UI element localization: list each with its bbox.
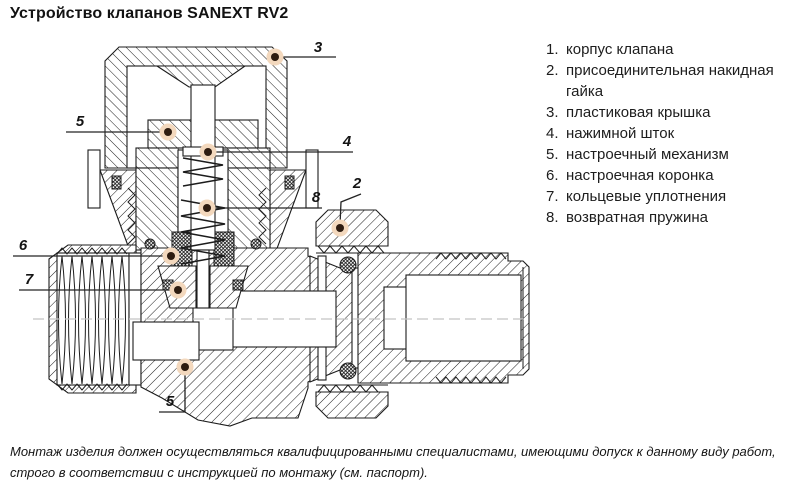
legend-item-label: присоединительная накидная гайка xyxy=(566,62,774,100)
callout-label-7: 7 xyxy=(25,271,34,288)
callout-label-8: 8 xyxy=(312,189,321,206)
callout-dot-6 xyxy=(162,247,180,265)
legend-item-label: нажимной шток xyxy=(566,125,675,142)
union-nut-section xyxy=(315,209,389,419)
legend-item-6: 6. настроечная коронка xyxy=(546,165,810,186)
legend-item-number: 3. xyxy=(546,104,559,121)
legend-item-2: 2. присоединительная накидная гайка xyxy=(546,60,810,102)
callout-dots xyxy=(159,48,349,376)
legend-item-label: кольцевые уплотнения xyxy=(566,188,727,205)
page-title: Устройство клапанов SANEXT RV2 xyxy=(10,5,289,22)
legend-item-3: 3. пластиковая крышка xyxy=(546,102,810,123)
legend-item-label: возвратная пружина xyxy=(566,209,708,226)
legend-item-label: настроечный механизм xyxy=(566,146,729,163)
callout-label-4: 4 xyxy=(342,133,352,150)
callout-label-5-bottom: 5 xyxy=(166,393,175,410)
callout-label-5-top: 5 xyxy=(76,113,85,130)
legend-item-5: 5. настроечный механизм xyxy=(546,144,810,165)
o-ring-seal-right xyxy=(232,279,244,291)
legend-item-number: 6. xyxy=(546,167,559,184)
callout-label-3: 3 xyxy=(314,39,323,56)
legend-item-number: 1. xyxy=(546,41,559,58)
thread-profile xyxy=(58,255,126,385)
setting-crown-right xyxy=(213,231,235,267)
callout-labels: 3 5 4 8 2 6 7 5 xyxy=(19,39,362,410)
callouts: 3 5 4 8 2 6 7 5 xyxy=(13,39,362,413)
callout-label-2: 2 xyxy=(352,175,362,192)
legend-item-label: настроечная коронка xyxy=(566,167,714,184)
legend-item-8: 8. возвратная пружина xyxy=(546,207,810,228)
installation-note: Монтаж изделия должен осуществляться ква… xyxy=(10,444,776,480)
callout-dot-3 xyxy=(266,48,284,66)
legend-item-label: корпус клапана xyxy=(566,41,674,58)
callout-label-6: 6 xyxy=(19,237,28,254)
callout-dot-2 xyxy=(331,219,349,237)
callout-dot-7 xyxy=(169,281,187,299)
threaded-inlet-section xyxy=(48,244,142,394)
callout-dot-5-top xyxy=(159,123,177,141)
parts-legend: 1. корпус клапана 2. присоединительная нак… xyxy=(546,39,810,228)
callout-dot-4 xyxy=(199,143,217,161)
legend-item-label: пластиковая крышка xyxy=(566,104,711,121)
legend-item-1: 1. корпус клапана xyxy=(546,39,810,60)
legend-item-4: 4. нажимной шток xyxy=(546,123,810,144)
callout-dot-5-bottom xyxy=(176,358,194,376)
legend-item-number: 5. xyxy=(546,146,559,163)
legend-item-number: 8. xyxy=(546,209,559,226)
tailpiece-section xyxy=(357,252,530,384)
callout-dot-8 xyxy=(198,199,216,217)
legend-item-number: 7. xyxy=(546,188,559,205)
callout-lines xyxy=(13,56,362,413)
legend-item-number: 2. xyxy=(546,62,559,79)
legend-item-number: 4. xyxy=(546,125,559,142)
legend-item-7: 7. кольцевые уплотнения xyxy=(546,186,810,207)
